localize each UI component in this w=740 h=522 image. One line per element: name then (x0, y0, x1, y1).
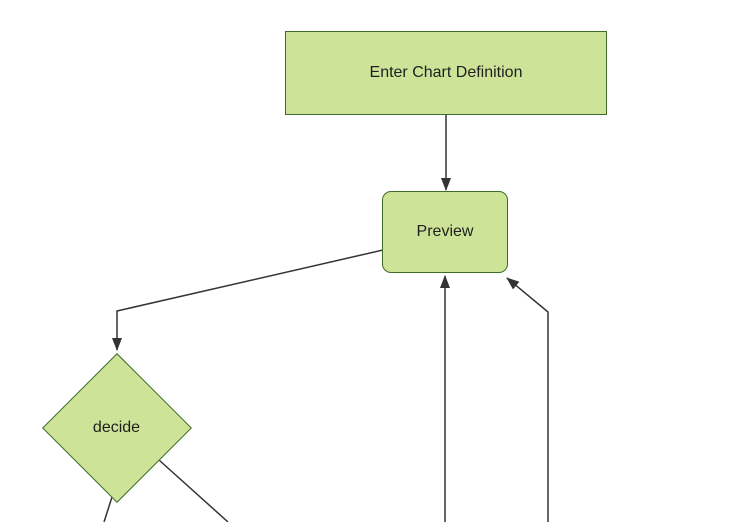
node-preview-label: Preview (416, 223, 474, 240)
edge-decide-to-offscreen-bottom-right (158, 459, 229, 522)
node-enter-chart-definition: Enter Chart Definition (285, 31, 607, 115)
node-enter-chart-definition-label: Enter Chart Definition (369, 64, 523, 81)
edge-preview-to-decide (112, 249, 384, 351)
edge-offscreen-bottom-right-to-preview (506, 277, 549, 522)
node-preview: Preview (382, 191, 508, 273)
node-decide: decide (41, 352, 192, 503)
edge-decide-to-offscreen-bottom-left (103, 496, 113, 522)
diamond-shape (41, 352, 192, 503)
